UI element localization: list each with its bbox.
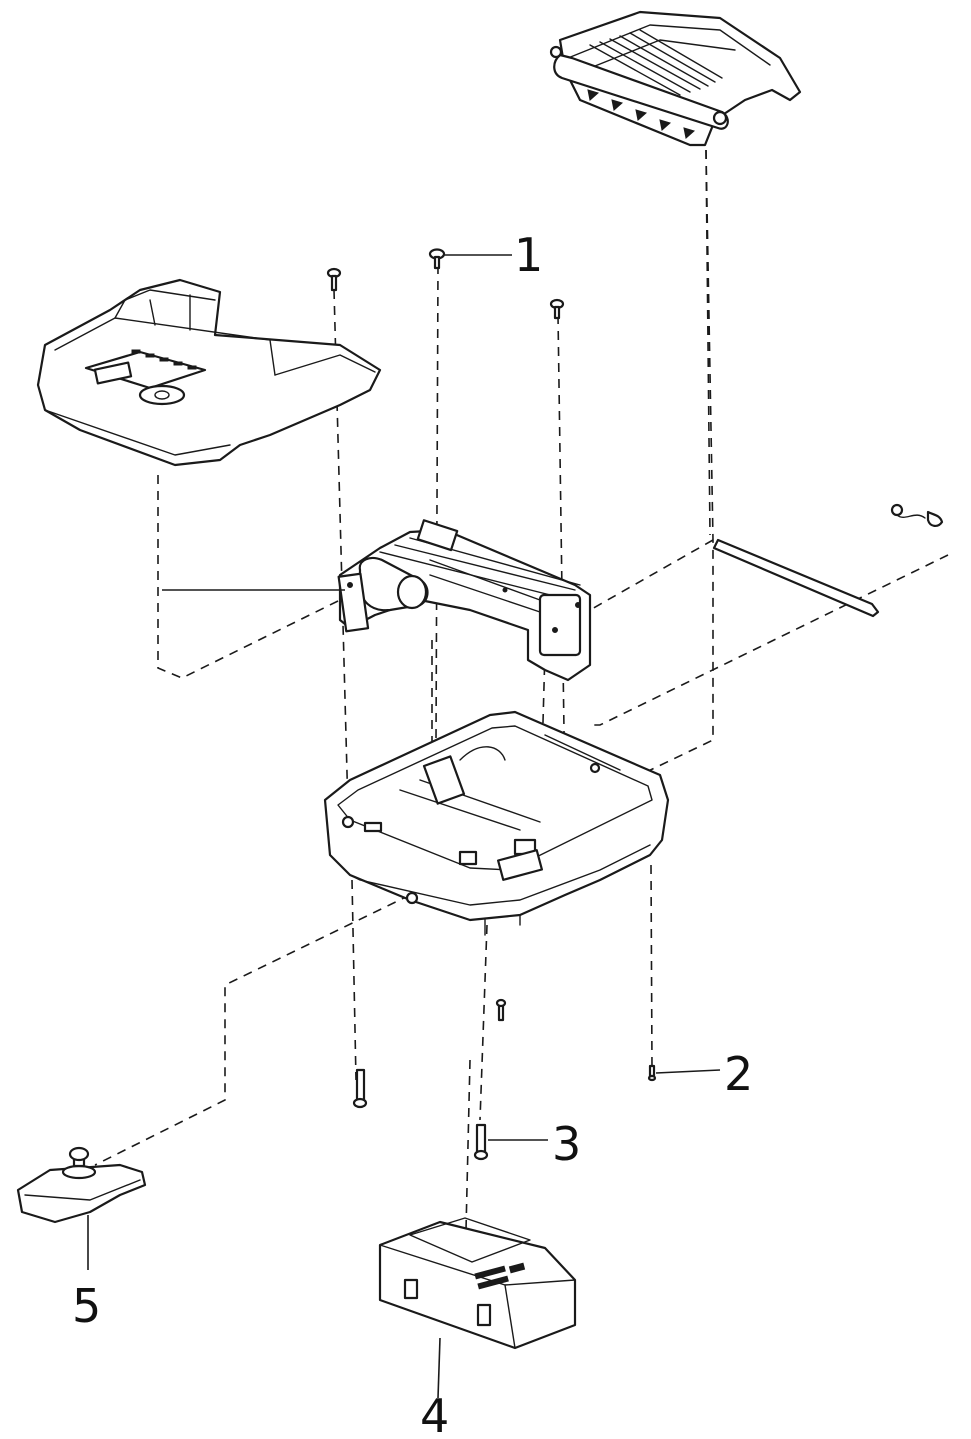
assembly-lines bbox=[94, 149, 949, 1231]
screw-bottom-center bbox=[473, 1123, 489, 1161]
base-part bbox=[323, 710, 670, 936]
screw-bottom-left bbox=[352, 1068, 368, 1109]
spring-part bbox=[890, 503, 944, 527]
screw-top-left bbox=[326, 267, 342, 292]
screw-top-right bbox=[549, 298, 565, 320]
leader-lines bbox=[87, 254, 721, 1399]
callout-1: 1 bbox=[514, 228, 543, 282]
screw-top-center bbox=[428, 248, 446, 270]
belt-clip-part bbox=[16, 1146, 147, 1224]
platen-rod-part bbox=[712, 538, 880, 618]
callout-3: 3 bbox=[552, 1117, 581, 1171]
screw-bottom-right bbox=[647, 1064, 657, 1082]
callout-4: 4 bbox=[420, 1389, 449, 1439]
screw-small-center bbox=[495, 998, 507, 1022]
paper-cover-part bbox=[549, 10, 802, 147]
callout-5: 5 bbox=[72, 1279, 101, 1333]
upper-case-part bbox=[36, 278, 382, 467]
callout-labels: 1 2 3 4 5 bbox=[72, 228, 753, 1439]
print-mechanism-part bbox=[337, 519, 592, 682]
callout-2: 2 bbox=[724, 1047, 753, 1101]
battery-part bbox=[378, 1217, 577, 1350]
